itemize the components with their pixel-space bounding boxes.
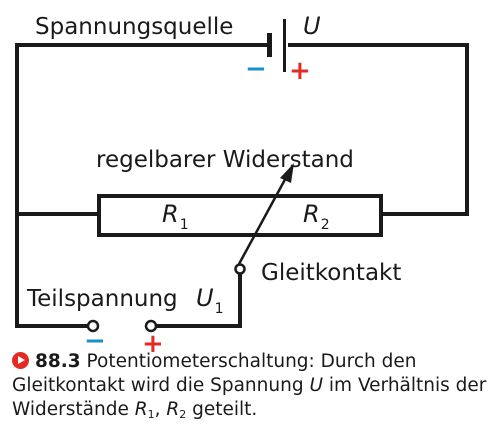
battery-minus-sign: − (245, 54, 267, 84)
r1-label: R1 (162, 200, 189, 233)
wire-top-left (15, 43, 268, 328)
r2-label: R2 (303, 200, 330, 233)
slider-arrow (237, 163, 294, 265)
r1-symbol: R (162, 200, 179, 228)
source-symbol: U (303, 12, 321, 40)
resistor-title: regelbarer Widerstand (96, 147, 354, 173)
slider-arrow-line (237, 173, 290, 265)
caption-text-3: geteilt. (192, 399, 258, 420)
resistor-body (97, 194, 383, 237)
potentiometer-circuit-diagram: Spannungsquelle U − + regelbarer Widerst… (15, 12, 469, 352)
r1-subscript: 1 (180, 217, 189, 233)
r2-symbol: R (303, 200, 320, 228)
caption-r1: R (134, 399, 148, 420)
slider-label: Gleitkontakt (261, 260, 401, 286)
wire-top-right (288, 43, 469, 216)
battery-plus-sign: + (289, 56, 311, 86)
wire-slider-to-terminal (156, 272, 242, 328)
terminal-plus-sign: + (142, 329, 164, 352)
partial-voltage-subscript: 1 (215, 301, 224, 317)
slider-contact-point (234, 263, 246, 275)
caption-r2: R (166, 399, 180, 420)
terminal-left (86, 319, 100, 333)
circuit-wires (15, 43, 469, 328)
caption-separator: , (154, 399, 161, 420)
play-icon (12, 352, 29, 369)
battery-symbol (267, 19, 286, 72)
caption-text-2: im Verhältnis der Widerstände (12, 375, 487, 420)
partial-voltage-u: U (196, 284, 214, 312)
figure-number: 88.3 (35, 351, 81, 372)
caption-r1-subscript: 1 (147, 408, 155, 421)
r2-subscript: 2 (321, 217, 330, 233)
source-label: Spannungsquelle (35, 14, 233, 40)
slider-arrow-head (280, 163, 294, 183)
partial-voltage-symbol: U1 (196, 284, 224, 317)
caption-r2-subscript: 2 (179, 408, 187, 421)
battery-positive-plate (283, 19, 286, 72)
caption-text-1: Potentiometerschaltung: Durch den Gleitk… (12, 351, 417, 396)
caption-symbol-u: U (309, 375, 324, 396)
battery-negative-plate (267, 33, 272, 57)
partial-voltage-label: Teilspannung (26, 286, 178, 312)
figure-caption: 88.3 Potentiometerschaltung: Durch den G… (12, 350, 492, 427)
terminal-right (144, 319, 158, 333)
terminal-minus-sign: − (84, 326, 106, 352)
